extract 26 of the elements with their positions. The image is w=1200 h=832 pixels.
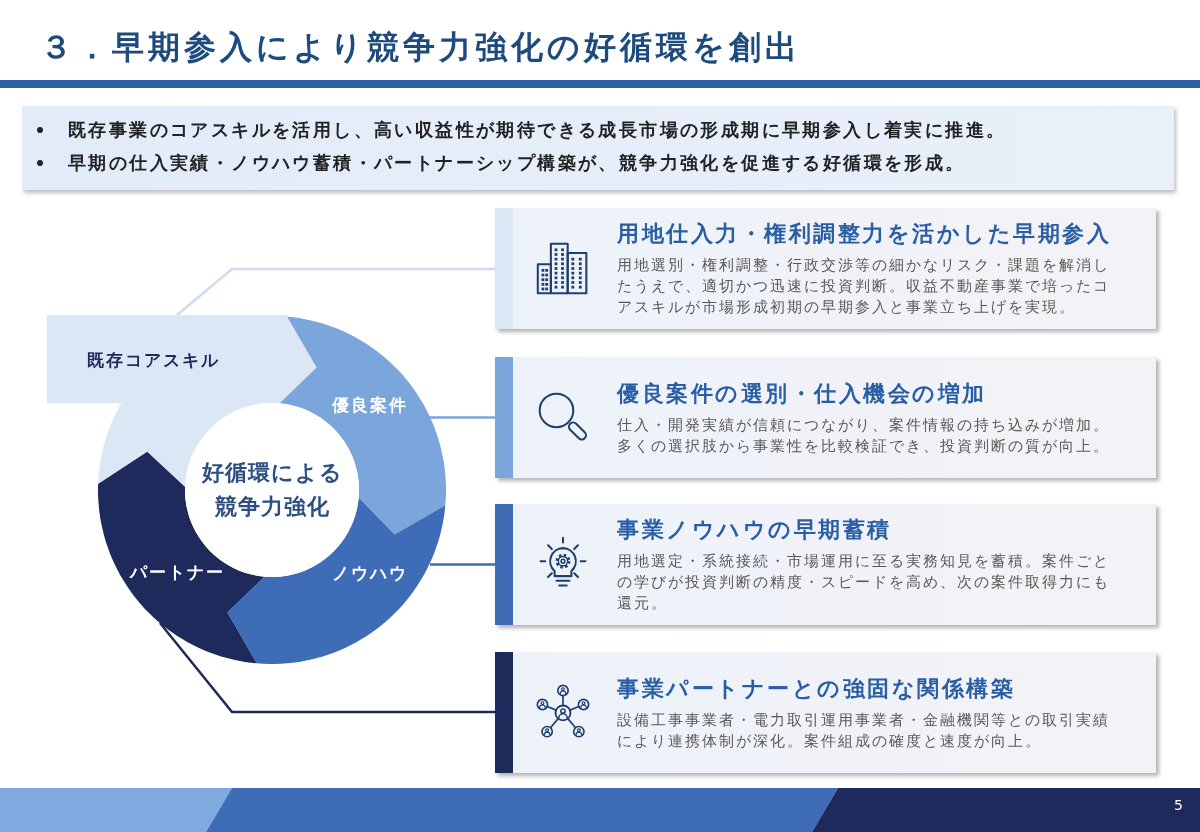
leader-line — [430, 563, 495, 566]
card-title: 事業パートナーとの強固な関係構築 — [617, 674, 1015, 703]
bullet-text: 既存事業のコアスキルを活用し、高い収益性が期待できる成長市場の形成期に早期参入し着実に推進。 — [34, 117, 1007, 143]
center-label: 好循環による競争力強化 — [201, 459, 343, 521]
page-title: ３．早期参入により競争力強化の好循環を創出 — [40, 27, 801, 68]
leader-line — [159, 622, 495, 714]
info-card — [495, 357, 1156, 478]
page-number: 5 — [1174, 797, 1183, 813]
segment-label: 既存コアスキル — [86, 349, 220, 371]
leader-line — [176, 267, 495, 316]
card-title: 用地仕入力・権利調整力を活かした早期参入 — [617, 220, 1111, 248]
summary-panel — [22, 106, 1174, 190]
card-title: 優良案件の選別・仕入機会の増加 — [617, 379, 987, 408]
card-body: 用地選定・系統接続・市場運用に至る実務知見を蓄積。案件ごとの学びが投資判断の精度・スピードを高め、次の案件取得力にも還元。 — [617, 551, 1111, 614]
card-title: 事業ノウハウの早期蓄積 — [617, 516, 892, 544]
info-card — [495, 652, 1156, 773]
card-body: 仕入・開発実績が信頼につながり、案件情報の持ち込みが増加。多くの選択肢から事業性を比較検証でき、投資判断の質が向上。 — [617, 414, 1111, 457]
card-body: 用地選別・権利調整・行政交渉等の細かなリスク・課題を解消したうえで、適切かつ迅速に投資判断。収益不動産事業で培ったコアスキルが市場形成初期の早期参入と事業立ち上げを実現。 — [617, 255, 1111, 318]
bullet-text: 早期の仕入実績・ノウハウ蓄積・パートナーシップ構築が、競争力強化を促進する好循環を形成。 — [34, 150, 966, 176]
card-body: 設備工事事業者・電力取引運用事業者・金融機関等との取引実績により連携体制が深化。案件組成の確度と速度が向上。 — [617, 709, 1111, 752]
info-card — [495, 504, 1156, 625]
segment-label: パートナー — [129, 561, 225, 583]
info-card — [495, 208, 1156, 329]
segment-label: ノウハウ — [332, 562, 408, 584]
leader-line — [429, 416, 495, 419]
segment-label: 優良案件 — [332, 394, 408, 416]
